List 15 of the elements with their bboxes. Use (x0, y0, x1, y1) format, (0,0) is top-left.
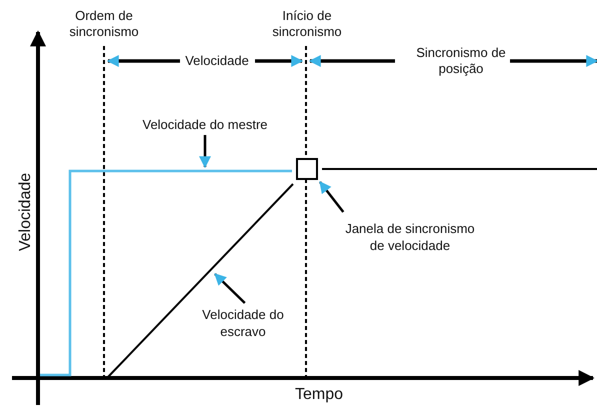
leader-arrow (199, 135, 211, 168)
event-label: Ordem de sincronismo (68, 8, 140, 40)
callout-text: Janela de sincronismo de velocidade (338, 220, 482, 254)
phase-label: Sincronismo de posição (415, 45, 507, 77)
axis-label: Velocidade (18, 172, 34, 252)
leader-arrow (214, 273, 246, 304)
callout-text: Velocidade do escravo (198, 306, 288, 340)
callout-text: Velocidade do mestre (130, 116, 280, 133)
master-speed-curve (40, 170, 292, 376)
phase-label: Velocidade (185, 53, 249, 69)
window-square (296, 158, 318, 180)
event-label: Início de sincronismo (271, 8, 343, 40)
leader-arrow (319, 181, 344, 213)
axis-label: Tempo (294, 387, 344, 403)
slave-speed-curve (107, 183, 294, 378)
